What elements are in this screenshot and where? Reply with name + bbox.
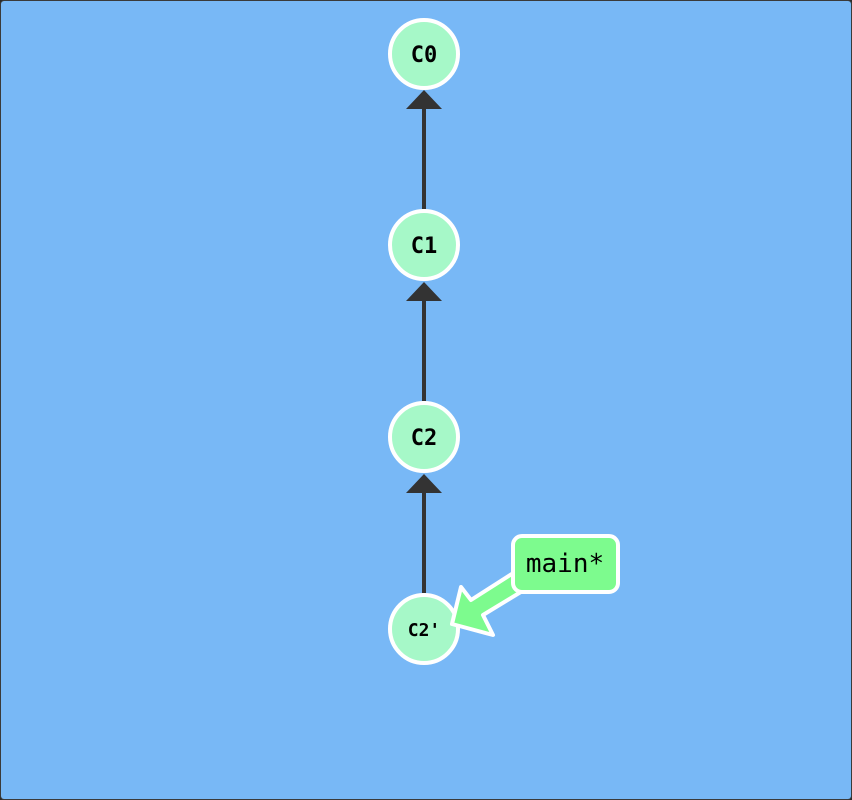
edge-c1-c0 (406, 90, 442, 209)
branch-main-label: main* (526, 549, 604, 579)
commit-c1-label: C1 (411, 234, 438, 259)
commit-c2[interactable]: C2 (388, 401, 460, 473)
branch-main[interactable]: main* (511, 534, 620, 594)
edge-c2-c1 (406, 282, 442, 401)
commit-c0-label: C0 (411, 43, 438, 68)
commit-c2-label: C2 (411, 426, 438, 451)
commit-c0[interactable]: C0 (388, 18, 460, 90)
commit-c2-prime[interactable]: C2' (388, 593, 460, 665)
edge-c2prime-c2 (406, 474, 442, 593)
commit-c2-prime-label: C2' (408, 620, 441, 641)
commit-c1[interactable]: C1 (388, 209, 460, 281)
